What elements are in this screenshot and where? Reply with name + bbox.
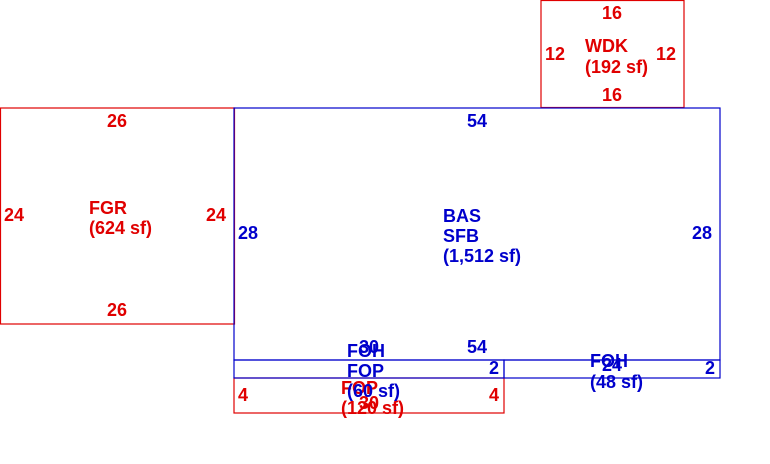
bas-dim-bottom: 54 (467, 337, 487, 357)
wdk-code: WDK (585, 36, 628, 56)
foh-left-code-2: FOP (347, 361, 384, 381)
fop-dim-right: 4 (489, 385, 499, 405)
fgr-dim-bottom: 26 (107, 300, 127, 320)
fgr-dim-right: 24 (206, 205, 226, 225)
bas-code-2: SFB (443, 226, 479, 246)
fgr-area-sf: (624 sf) (89, 218, 152, 238)
wdk-dim-right: 12 (656, 44, 676, 64)
foh-left-area: 30 2 FOH FOP (60 sf) (233, 337, 505, 401)
foh-left-area-sf: (60 sf) (347, 381, 400, 401)
foh-right-area-sf: (48 sf) (590, 372, 643, 392)
foh-right-dim-top: 24 (602, 355, 622, 375)
fop-code: FOP (341, 378, 378, 398)
wdk-dim-bottom: 16 (602, 85, 622, 105)
wdk-area: 16 16 12 12 WDK (192 sf) (540, 0, 685, 109)
foh-left-dim-right: 2 (489, 358, 499, 378)
bas-dim-top: 54 (467, 111, 487, 131)
foh-right-code: FOH (590, 351, 628, 371)
bas-dim-right: 28 (692, 223, 712, 243)
foh-left-dim-top: 30 (359, 337, 379, 357)
fop-area: 30 4 4 FOP (120 sf) (233, 377, 505, 418)
fgr-dim-left: 24 (4, 205, 24, 225)
foh-left-code: FOH (347, 341, 385, 361)
foh-right-outline (503, 359, 721, 379)
fop-dim-top: 30 (359, 393, 379, 413)
bas-area: 54 54 28 28 BAS SFB (1,512 sf) (233, 107, 721, 361)
foh-right-dim-right: 2 (705, 358, 715, 378)
fgr-area: 26 26 24 24 FGR (624 sf) (0, 107, 236, 325)
fop-area-sf: (120 sf) (341, 398, 404, 418)
foh-right-area: 24 2 FOH (48 sf) (503, 351, 721, 392)
fop-dim-left: 4 (238, 385, 248, 405)
bas-area-sf: (1,512 sf) (443, 246, 521, 266)
bas-code: BAS (443, 206, 481, 226)
wdk-area-sf: (192 sf) (585, 57, 648, 77)
wdk-dim-left: 12 (545, 44, 565, 64)
fgr-dim-top: 26 (107, 111, 127, 131)
wdk-dim-top: 16 (602, 3, 622, 23)
fgr-code: FGR (89, 198, 127, 218)
bas-dim-left: 28 (238, 223, 258, 243)
